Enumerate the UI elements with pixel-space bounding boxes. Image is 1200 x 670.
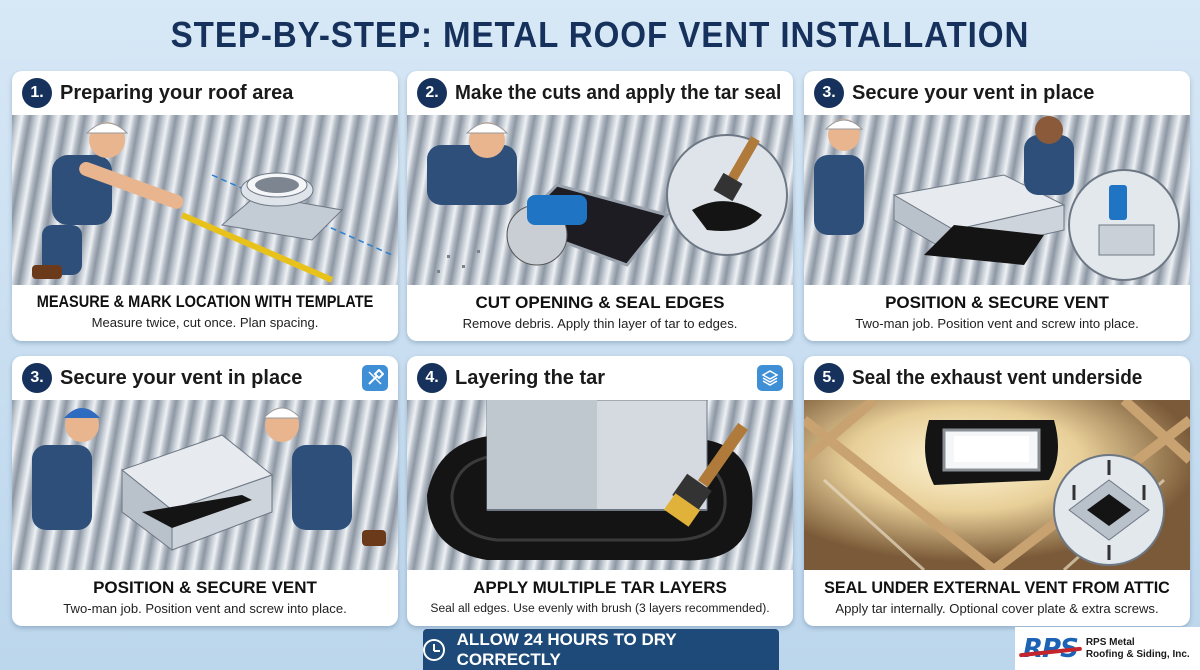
illustration-layer-tar bbox=[407, 400, 793, 570]
card-caption: CUT OPENING & SEAL EDGES Remove debris. … bbox=[407, 287, 793, 341]
step-card-1: 1. Preparing your roof area MEASURE & MA… bbox=[12, 71, 398, 341]
card-header: 1. Preparing your roof area bbox=[12, 71, 398, 115]
tar-layer-illustration bbox=[427, 400, 753, 561]
caption-subtext: Two-man job. Position vent and screw int… bbox=[855, 316, 1139, 331]
card-caption: SEAL UNDER EXTERNAL VENT FROM ATTIC Appl… bbox=[804, 572, 1190, 626]
banner-text: ALLOW 24 HOURS TO DRY CORRECTLY bbox=[456, 629, 677, 669]
step-number-badge: 3. bbox=[22, 363, 52, 393]
card-header: 4. Layering the tar bbox=[407, 356, 793, 400]
caption-subtext: Remove debris. Apply thin layer of tar t… bbox=[462, 316, 738, 331]
attic-illustration bbox=[804, 400, 1190, 570]
card-title: Secure your vent in place bbox=[60, 366, 303, 389]
measure-illustration bbox=[32, 122, 393, 283]
caption-heading: MEASURE & MARK LOCATION WITH TEMPLATE bbox=[36, 293, 374, 311]
caption-heading: APPLY MULTIPLE TAR LAYERS bbox=[473, 578, 727, 597]
caption-heading: CUT OPENING & SEAL EDGES bbox=[475, 293, 725, 312]
clock-icon bbox=[423, 638, 445, 661]
tools-icon bbox=[362, 365, 388, 391]
caption-subtext: Seal all edges. Use evenly with brush (3… bbox=[430, 601, 770, 615]
caption-heading: POSITION & SECURE VENT bbox=[885, 293, 1109, 312]
card-title: Layering the tar bbox=[455, 366, 606, 389]
logo-mark: RPS bbox=[1018, 634, 1082, 664]
step-number-badge: 4. bbox=[417, 363, 447, 393]
caption-heading: SEAL UNDER EXTERNAL VENT FROM ATTIC bbox=[824, 578, 1170, 597]
caption-heading: POSITION & SECURE VENT bbox=[93, 578, 317, 597]
step-card-5: 4. Layering the tar APPLY MULTIPLE TAR L… bbox=[407, 356, 793, 626]
illustration-attic-seal bbox=[804, 400, 1190, 570]
illustration-cut-seal bbox=[407, 115, 793, 285]
step-number-badge: 3. bbox=[814, 78, 844, 108]
step-card-2: 2. Make the cuts and apply the tar seal … bbox=[407, 71, 793, 341]
illustration-measure-mark bbox=[12, 115, 398, 285]
caption-subtext: Measure twice, cut once. Plan spacing. bbox=[91, 315, 319, 330]
illustration-two-man-secure bbox=[12, 400, 398, 570]
card-header: 3. Secure your vent in place bbox=[804, 71, 1190, 115]
card-header: 5. Seal the exhaust vent underside bbox=[804, 356, 1190, 400]
card-caption: APPLY MULTIPLE TAR LAYERS Seal all edges… bbox=[407, 572, 793, 626]
step-card-3: 3. Secure your vent in place POSITION & … bbox=[804, 71, 1190, 341]
caption-subtext: Two-man job. Position vent and screw int… bbox=[63, 601, 347, 616]
card-title: Preparing your roof area bbox=[60, 81, 294, 104]
card-caption: POSITION & SECURE VENT Two-man job. Posi… bbox=[12, 572, 398, 626]
layers-icon bbox=[757, 365, 783, 391]
card-caption: POSITION & SECURE VENT Two-man job. Posi… bbox=[804, 287, 1190, 341]
cut-illustration bbox=[427, 122, 788, 273]
company-logo: RPS RPS Metal Roofing & Siding, Inc. bbox=[1015, 627, 1200, 670]
card-title: Seal the exhaust vent underside bbox=[852, 366, 1143, 389]
card-caption: MEASURE & MARK LOCATION WITH TEMPLATE Me… bbox=[12, 287, 398, 341]
logo-text: RPS Metal Roofing & Siding, Inc. bbox=[1085, 636, 1190, 660]
secure-illustration bbox=[814, 116, 1180, 281]
card-title: Make the cuts and apply the tar seal bbox=[455, 81, 782, 104]
card-header: 2. Make the cuts and apply the tar seal bbox=[407, 71, 793, 115]
two-man-illustration bbox=[32, 407, 386, 552]
step-number-badge: 1. bbox=[22, 78, 52, 108]
card-title: Secure your vent in place bbox=[852, 81, 1095, 104]
card-header: 3. Secure your vent in place bbox=[12, 356, 398, 400]
step-number-badge: 2. bbox=[417, 78, 447, 108]
dry-time-banner: ALLOW 24 HOURS TO DRY CORRECTLY bbox=[423, 629, 779, 670]
caption-subtext: Apply tar internally. Optional cover pla… bbox=[835, 601, 1159, 616]
illustration-secure-vent bbox=[804, 115, 1190, 285]
page-title: STEP-BY-STEP: METAL ROOF VENT INSTALLATI… bbox=[170, 14, 1030, 55]
step-number-badge: 5. bbox=[814, 363, 844, 393]
step-card-6: 5. Seal the exhaust vent underside bbox=[804, 356, 1190, 626]
step-card-4: 3. Secure your vent in place POSITION & … bbox=[12, 356, 398, 626]
